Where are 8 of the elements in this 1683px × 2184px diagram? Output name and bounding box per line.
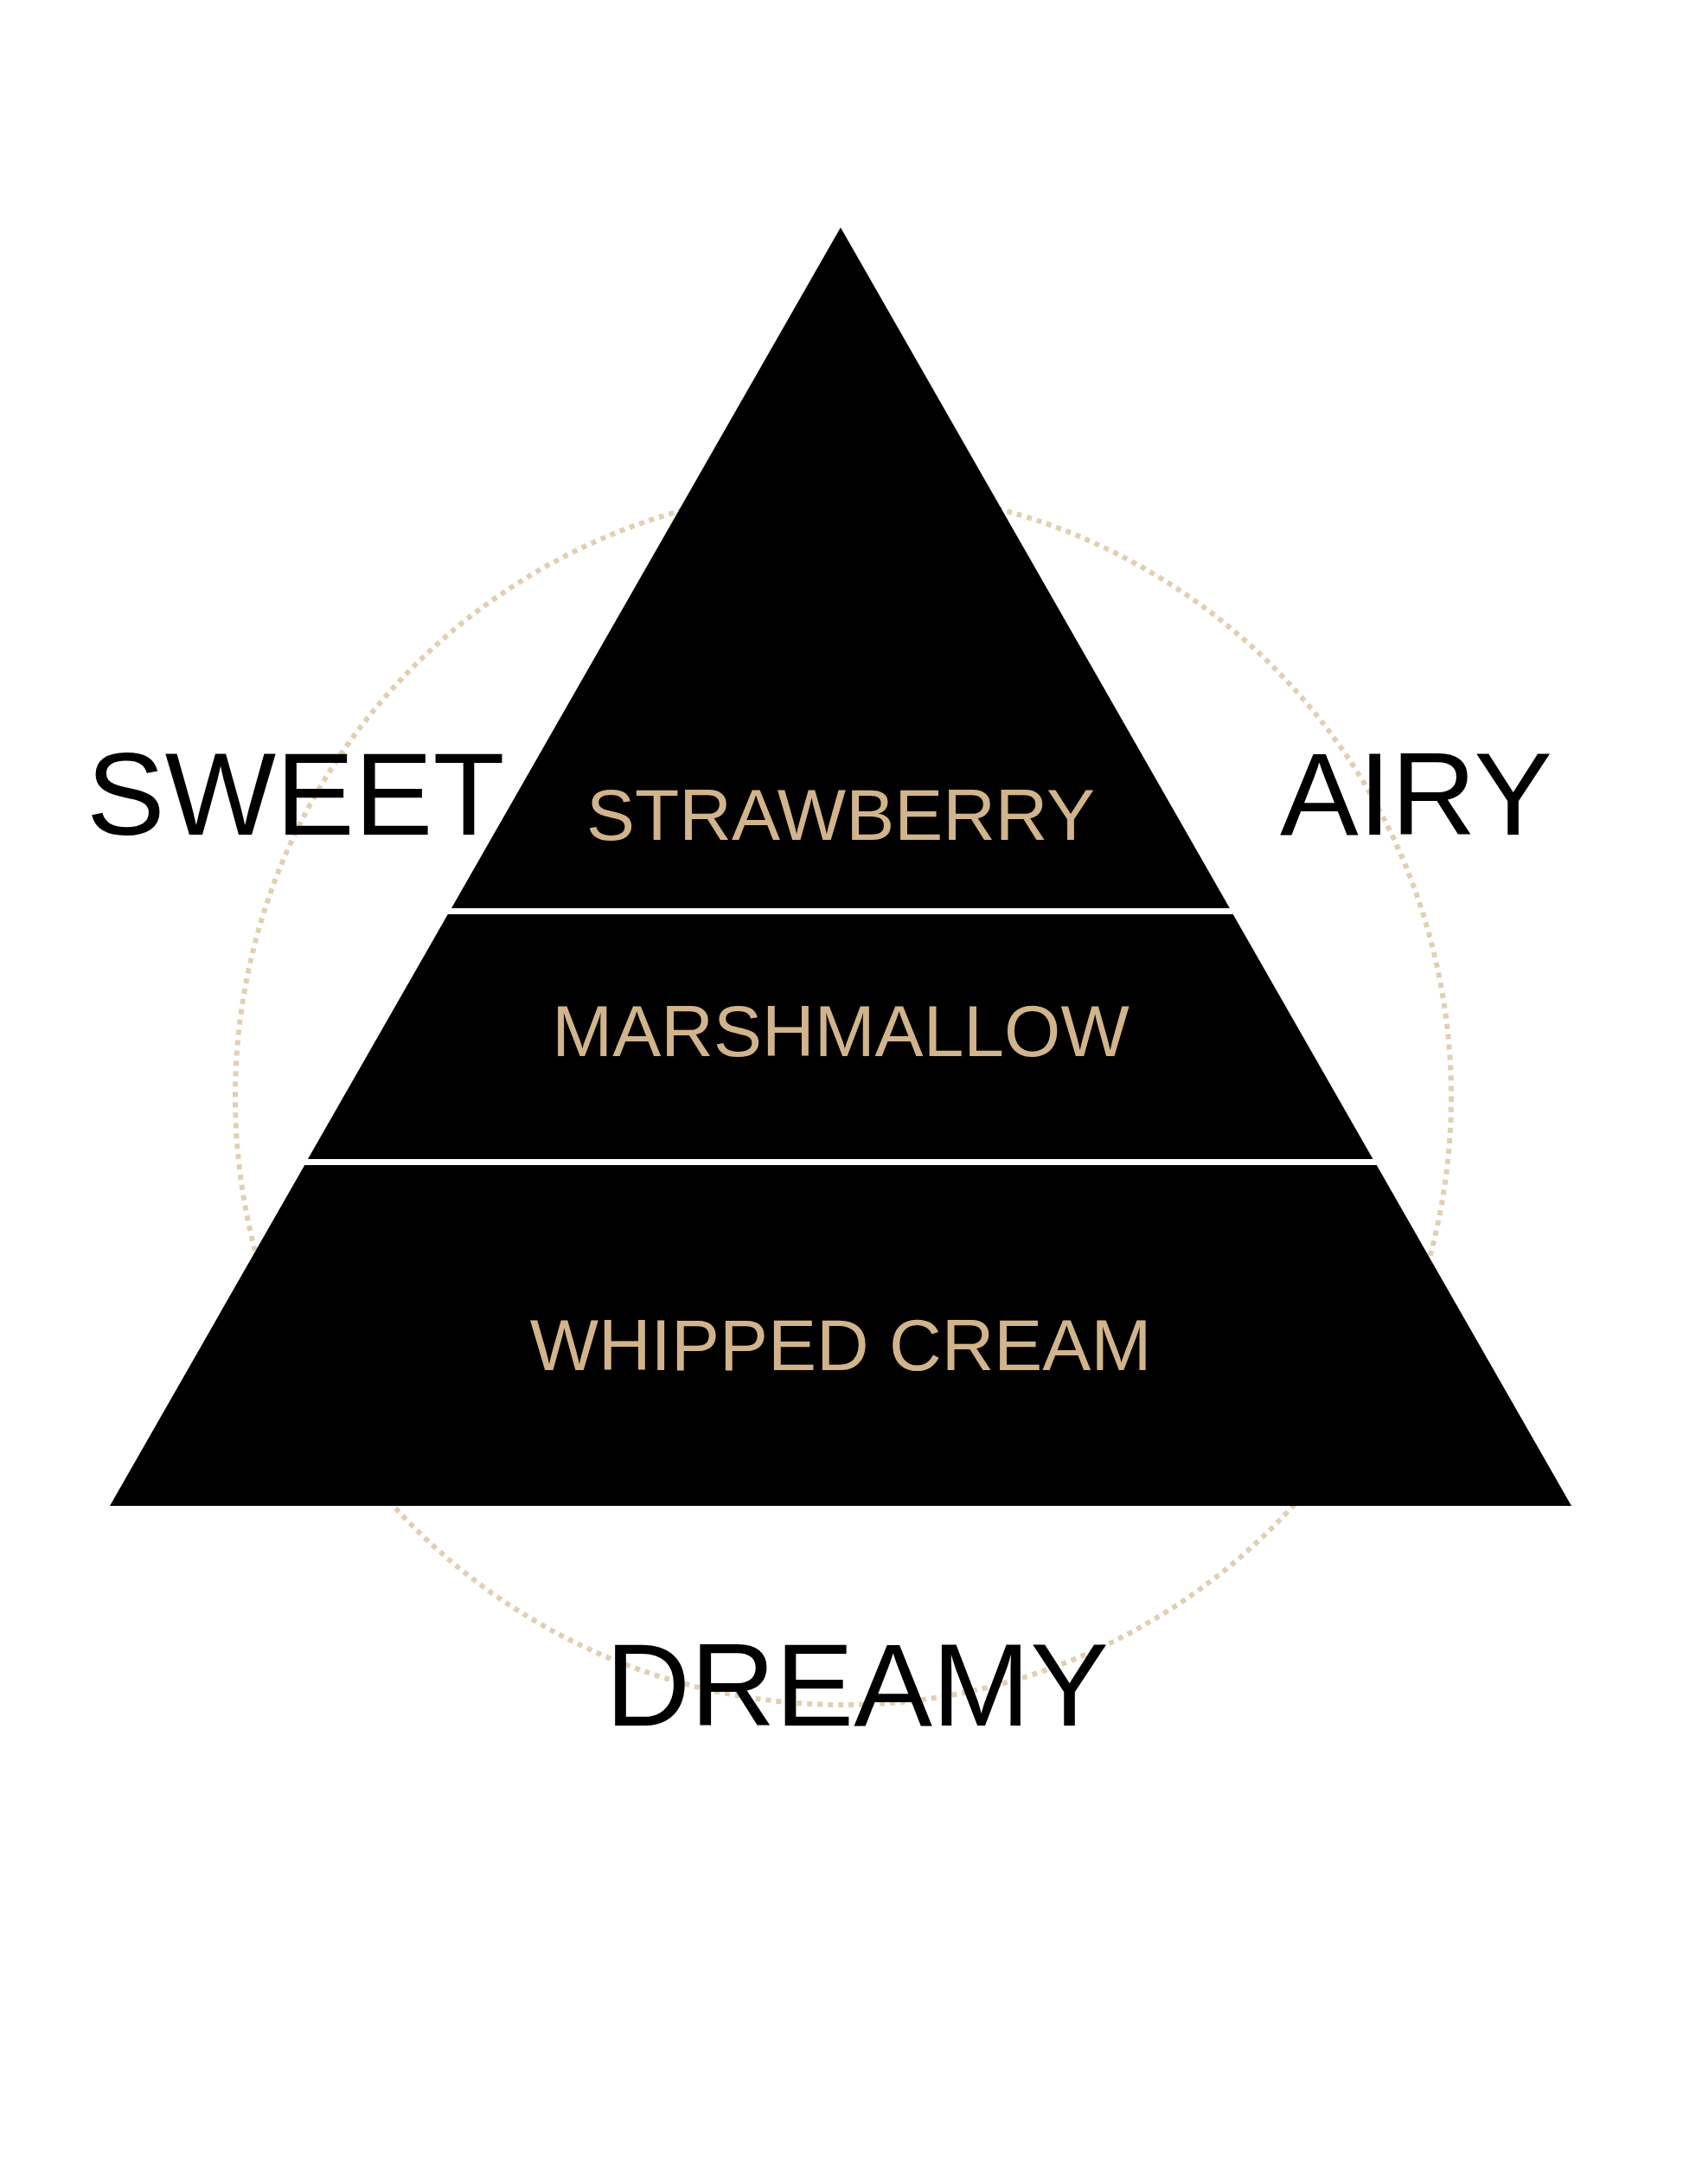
pyramid-tier — [110, 1165, 1571, 1506]
attribute-label: DREAMY — [605, 1626, 1109, 1744]
tier-label: MARSHMALLOW — [551, 995, 1130, 1067]
tier-label: STRAWBERRY — [585, 778, 1097, 851]
pyramid-tier — [308, 914, 1373, 1159]
attribute-label: AIRY — [1280, 735, 1552, 853]
tier-label: WHIPPED CREAM — [528, 1309, 1153, 1381]
attribute-label: SWEET — [86, 735, 505, 853]
